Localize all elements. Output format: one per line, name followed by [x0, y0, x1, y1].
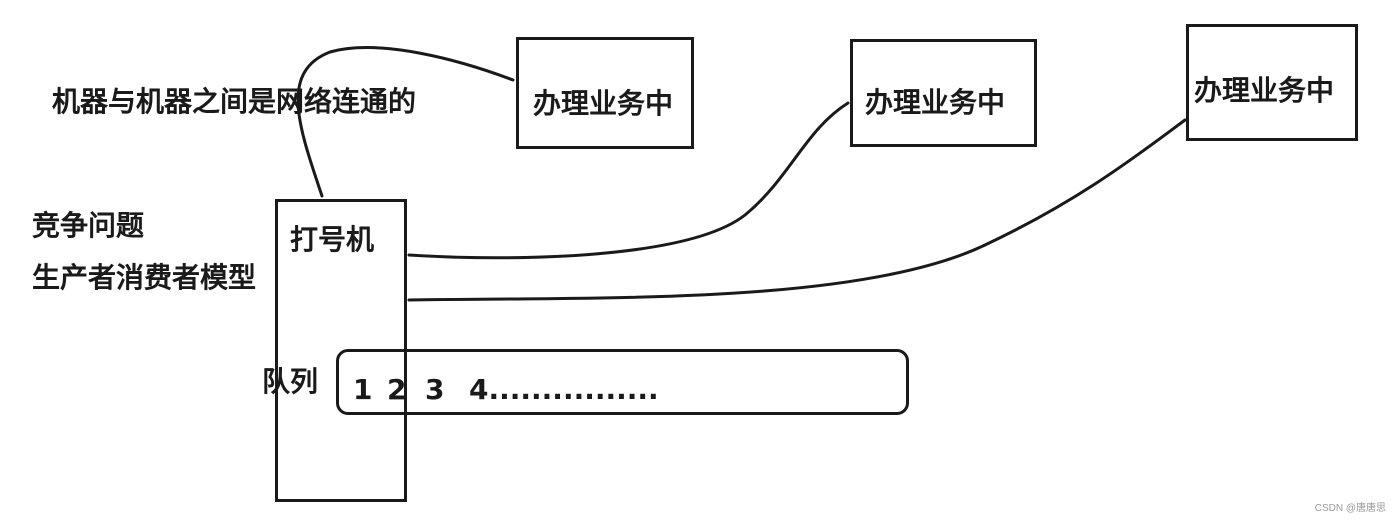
service-window-label: 办理业务中 — [865, 86, 1006, 119]
queue-item: 3 — [425, 373, 445, 406]
connection-line-window-1 — [296, 46, 515, 198]
queue-item: 4................ — [469, 373, 659, 406]
queue-item: 1 — [353, 373, 373, 406]
race-condition-note: 竞争问题 — [32, 209, 145, 242]
ticket-dispenser-label: 打号机 — [290, 223, 375, 256]
watermark: CSDN @唐唐思 — [1314, 503, 1386, 514]
service-window-2: 办理业务中 — [850, 39, 1037, 147]
network-note: 机器与机器之间是网络连通的 — [52, 85, 417, 118]
queue-item: 2 — [387, 373, 407, 406]
queue-box: 1 2 3 4................ — [336, 349, 909, 415]
service-window-3: 办理业务中 — [1186, 24, 1358, 141]
service-window-label: 办理业务中 — [533, 87, 674, 120]
service-window-1: 办理业务中 — [516, 37, 694, 149]
producer-consumer-note: 生产者消费者模型 — [32, 261, 257, 294]
queue-label: 队列 — [262, 365, 319, 398]
service-window-label: 办理业务中 — [1194, 74, 1335, 107]
